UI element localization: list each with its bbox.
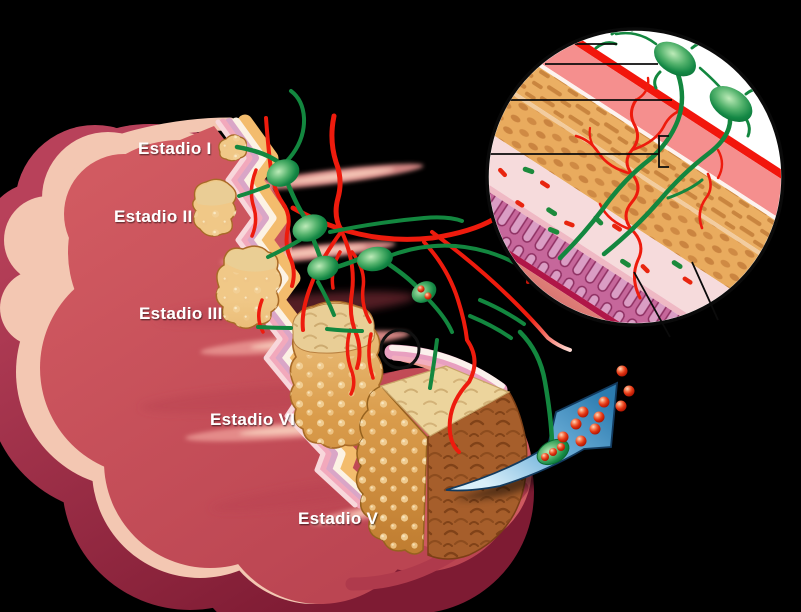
colon-lining-top-edge	[57, 117, 237, 169]
inset-band-vessel-line	[505, 31, 781, 235]
metastasis-cells	[541, 365, 635, 461]
lymph-vessel-network	[234, 89, 530, 390]
inset-outline	[485, 27, 785, 327]
lymph-vessel-to-arrow	[517, 329, 555, 445]
stage-label-ii: Estadio II	[114, 207, 193, 226]
inset-band-mucosa	[489, 142, 774, 323]
stage-label-i: Estadio I	[138, 139, 212, 158]
leader-line-6	[691, 261, 719, 321]
tumor-stage-iii	[215, 245, 282, 329]
stage-label-v: Estadio V	[298, 509, 379, 528]
tumor-stage-v	[355, 365, 528, 560]
stage-label-iii: Estadio III	[139, 304, 223, 323]
inset-lymph-vessels	[557, 31, 764, 261]
inset-lymph-node-2	[709, 86, 753, 122]
inset-leader-lines-outer	[633, 261, 719, 338]
inset-band-serosa	[509, 31, 781, 228]
tumor-stage-ii	[192, 178, 237, 237]
inset-submucosa-vessel-dashes	[498, 166, 693, 285]
inset-band-subserosa	[489, 31, 781, 263]
metastatic-cell-in-node	[424, 292, 432, 300]
blood-vessel-network	[249, 113, 572, 454]
stage-labels: Estadio I Estadio II Estadio III Estadio…	[114, 139, 379, 528]
lymph-node-2	[292, 214, 328, 242]
inset-lymph-node-1	[654, 41, 696, 77]
inset-blood-vessels	[574, 76, 724, 300]
inset-leader-lines-inner	[489, 43, 672, 168]
tumor-stage-i	[218, 134, 248, 162]
zoom-indicator-circle	[379, 328, 421, 370]
lymph-nodes	[266, 159, 437, 303]
lymph-node-4	[357, 246, 393, 272]
leader-line-5	[633, 271, 671, 338]
colon-body	[0, 117, 534, 612]
lymph-node-1	[266, 159, 300, 187]
lymph-node-3	[307, 255, 339, 281]
inset-band-submucosa	[489, 100, 781, 323]
metastatic-cell-in-node	[417, 285, 425, 293]
stage-label-iv: Estadio VI	[210, 410, 295, 429]
layer-bracket	[658, 135, 669, 168]
inset-magnified-view	[485, 27, 790, 338]
